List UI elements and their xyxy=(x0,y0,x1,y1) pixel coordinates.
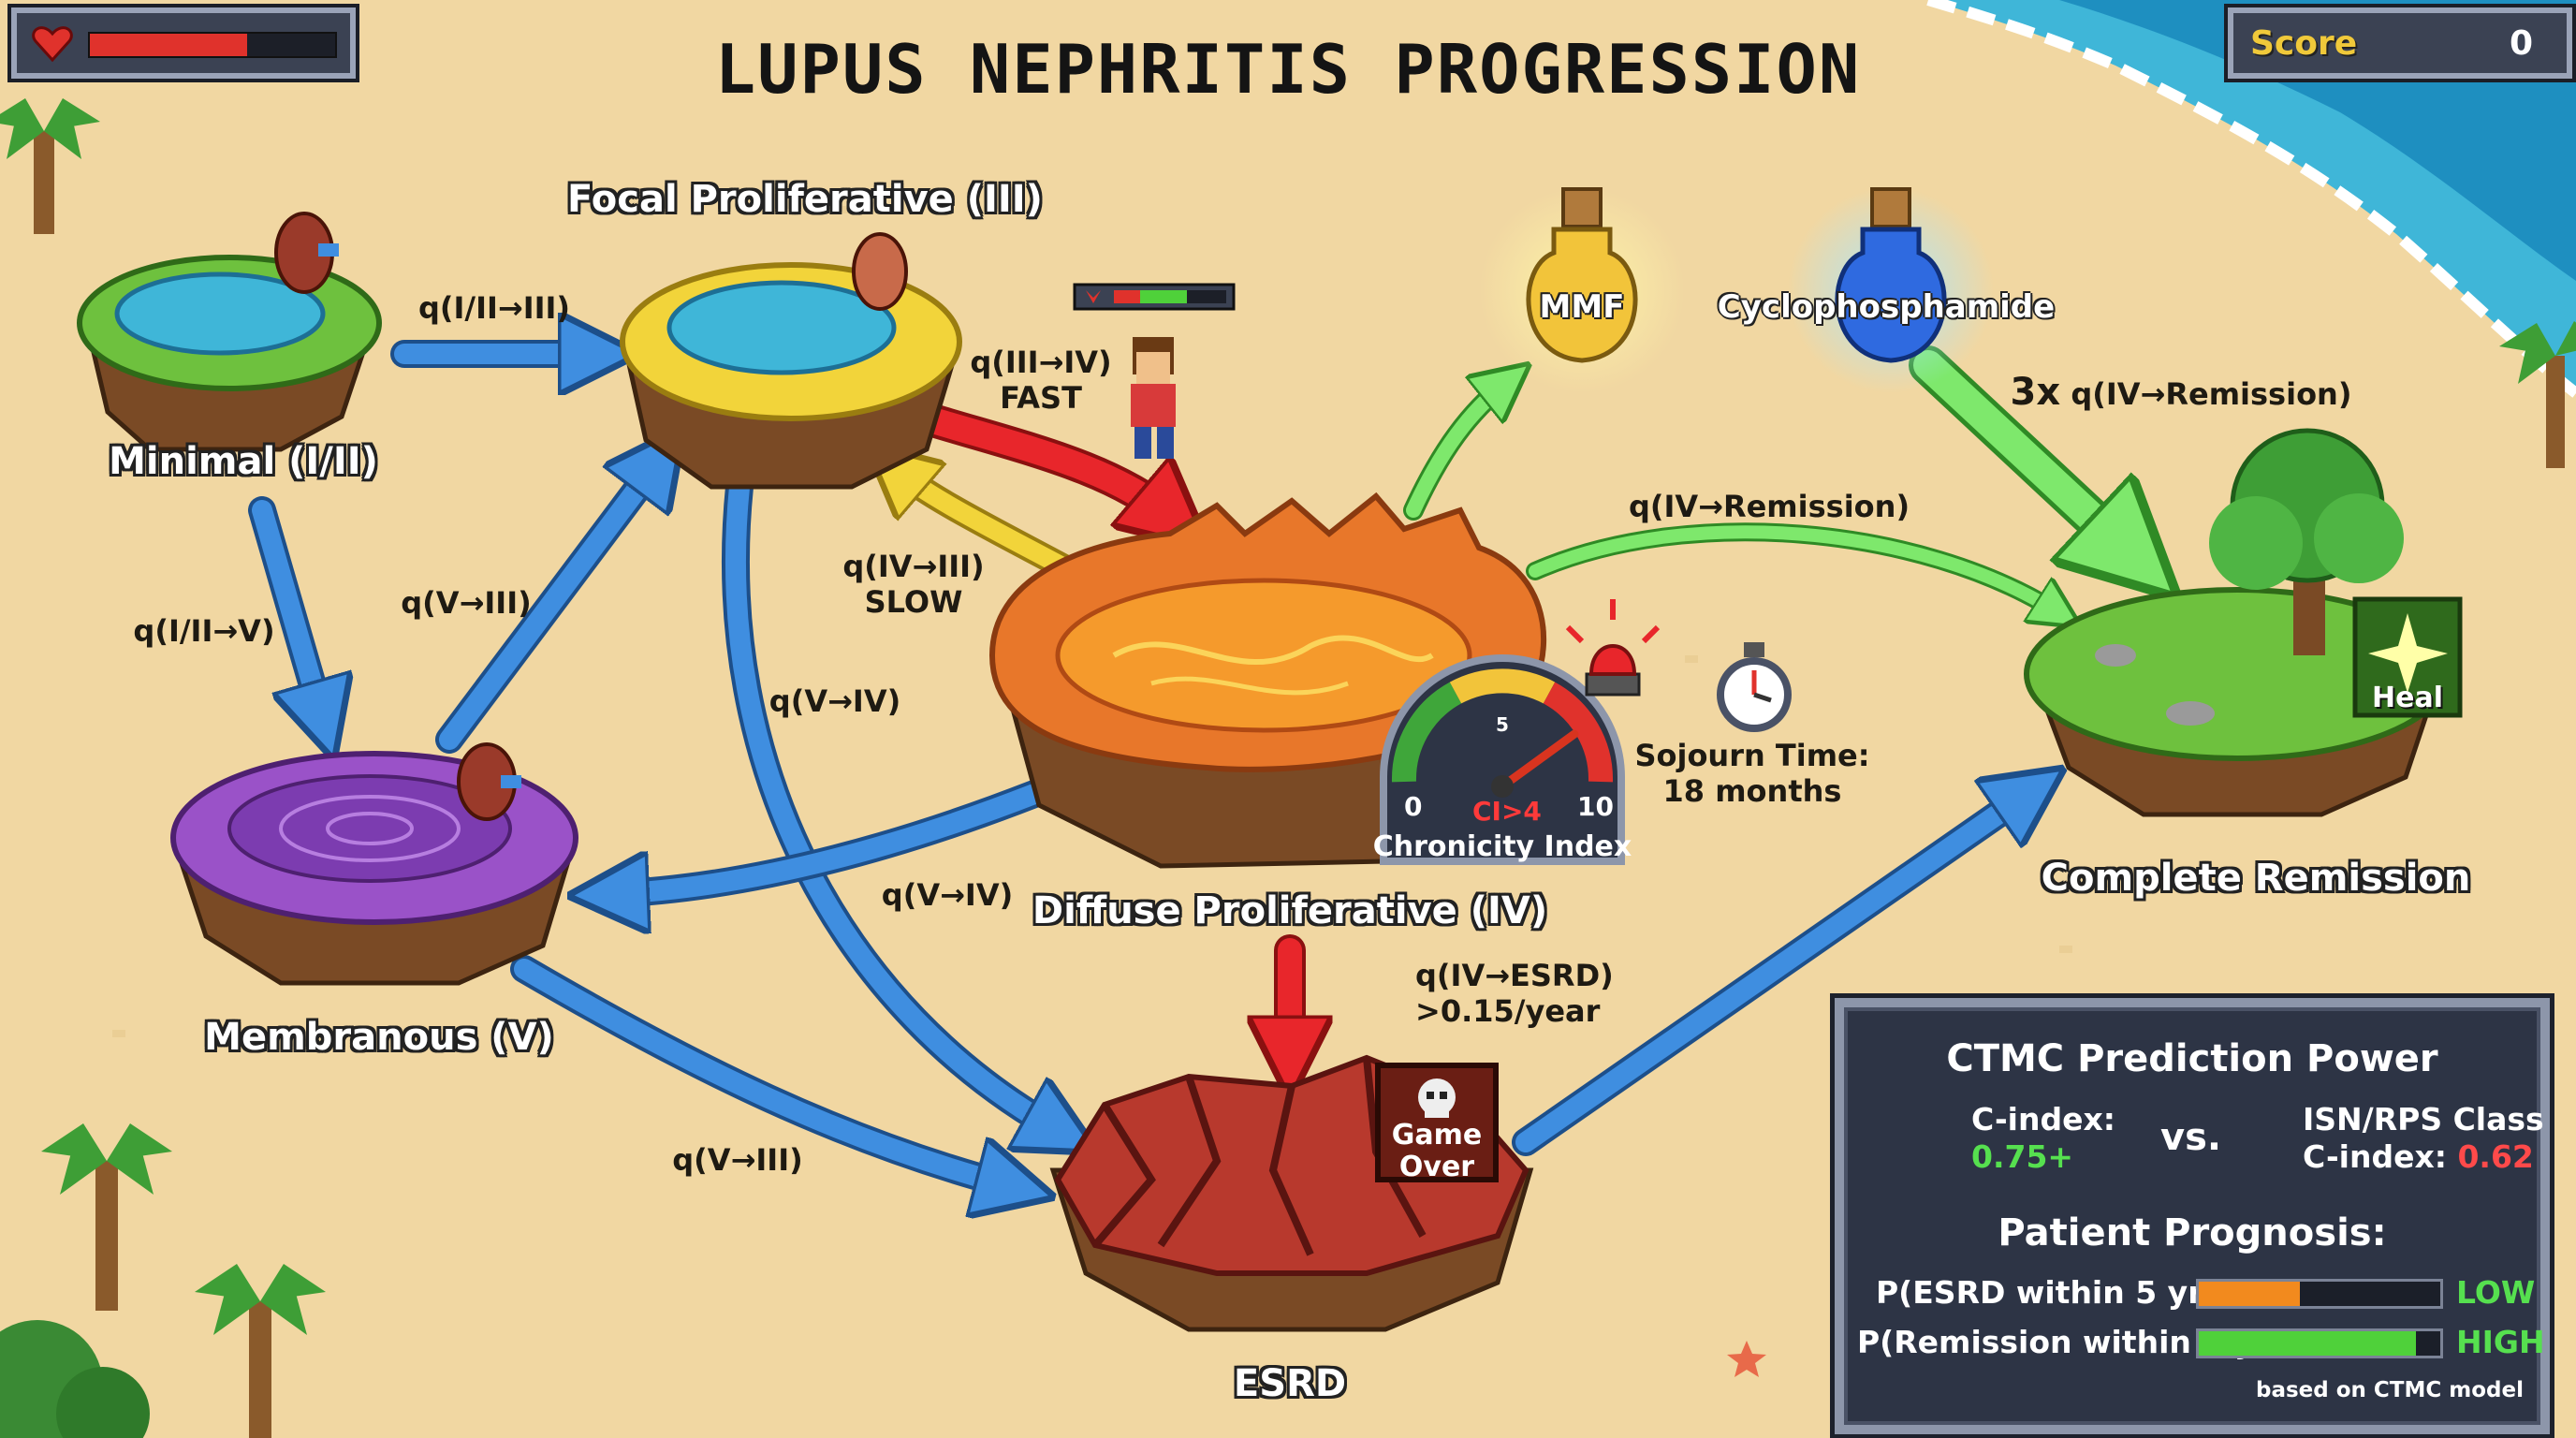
rate-cyclophosphamide-boost: 3x q(IV→Remission) xyxy=(2010,371,2352,414)
starfish-icon xyxy=(1727,1341,1766,1377)
score-hud: Score 0 xyxy=(2228,7,2572,79)
gauge-mid-label: 5 xyxy=(1496,713,1509,736)
prognosis-title: Patient Prognosis: xyxy=(1998,1211,2387,1255)
ctmc-cindex: C-index: 0.75+ xyxy=(1971,1101,2115,1175)
palm-tree-icon xyxy=(0,98,100,234)
label-diffuse: Diffuse Proliferative (IV) xyxy=(1032,889,1548,932)
rate-diffuse-to-esrd: q(IV→ESRD) >0.15/year xyxy=(1415,958,1614,1029)
gauge-threshold-label: CI>4 xyxy=(1472,796,1542,827)
score-value: 0 xyxy=(2509,24,2533,63)
arrow-membranous-to-focal xyxy=(439,459,660,750)
rate-membranous-to-esrd: q(V→III) xyxy=(672,1142,803,1178)
arrow-esrd-to-remission xyxy=(1515,791,2031,1152)
panel-title: CTMC Prediction Power xyxy=(1946,1037,2438,1080)
kidney-icon xyxy=(852,232,908,311)
esrd-probability-bar xyxy=(2196,1279,2443,1309)
label-minimal: Minimal (I/II) xyxy=(109,440,378,483)
score-label: Score xyxy=(2250,24,2358,63)
island-focal xyxy=(620,232,962,490)
gauge-needle xyxy=(1498,729,1579,791)
rate-minimal-to-membranous: q(I/II→V) xyxy=(133,613,275,649)
arrow-diffuse-to-mmf xyxy=(1406,382,1507,518)
rate-membranous-to-focal: q(V→III) xyxy=(401,585,532,621)
cyclophosphamide-potion-icon xyxy=(1788,187,1994,393)
esrd-probability-fill xyxy=(2199,1282,2301,1306)
island-remission xyxy=(2024,428,2451,817)
health-bar xyxy=(88,32,337,58)
esrd-probability-label: P(ESRD within 5 yrs) xyxy=(1876,1274,2236,1311)
gauge-caption: Chronicity Index xyxy=(1372,830,1632,863)
remission-probability-bar xyxy=(2196,1328,2443,1358)
gauge-min-label: 0 xyxy=(1404,791,1423,822)
label-remission: Complete Remission xyxy=(2041,857,2471,900)
palm-tree-icon xyxy=(195,1264,326,1438)
tree-icon xyxy=(2209,428,2404,655)
alarm-light-icon xyxy=(1565,599,1661,697)
player-character xyxy=(1073,283,1236,459)
arrow-cyclophosphamide-to-remission xyxy=(1913,350,2134,557)
palm-tree-icon xyxy=(2499,321,2576,468)
rate-minimal-to-focal: q(I/II→III) xyxy=(417,290,571,326)
game-over-label: Game Over xyxy=(1391,1119,1483,1183)
heal-box xyxy=(2352,596,2463,718)
label-esrd: ESRD xyxy=(1233,1362,1347,1405)
rate-diffuse-to-focal: q(IV→III) SLOW xyxy=(842,549,985,620)
isn-cindex: ISN/RPS Class C-index: 0.62 xyxy=(2303,1101,2544,1175)
gauge-max-label: 10 xyxy=(1577,791,1614,822)
island-membranous xyxy=(170,742,578,986)
island-diffuse xyxy=(988,492,1548,869)
skull-icon xyxy=(1418,1078,1456,1118)
heart-icon xyxy=(32,26,73,62)
arrow-minimal-to-membranous xyxy=(252,500,323,721)
rate-focal-to-esrd: q(V→IV) xyxy=(768,683,901,719)
game-over-box xyxy=(1375,1063,1499,1182)
island-minimal xyxy=(77,212,382,452)
label-mmf: MMF xyxy=(1539,288,1625,326)
page-title: LUPUS NEPHRITIS PROGRESSION xyxy=(714,30,1862,109)
arrow-diffuse-to-remission xyxy=(1529,525,2059,613)
kidney-icon xyxy=(457,742,521,821)
label-focal: Focal Proliferative (III) xyxy=(567,178,1043,221)
palm-tree-icon xyxy=(41,1123,172,1311)
esrd-rating: LOW xyxy=(2456,1274,2536,1311)
remission-rating: HIGH xyxy=(2456,1324,2545,1360)
arrow-membranous-to-esrd xyxy=(514,959,1016,1187)
remission-probability-label: P(Remission within 1 yr) xyxy=(1857,1324,2284,1360)
rate-focal-to-diffuse: q(III→IV) FAST xyxy=(970,345,1112,416)
rate-diffuse-to-remission: q(IV→Remission) xyxy=(1628,489,1910,524)
kidney-icon xyxy=(274,212,339,294)
rock-icon xyxy=(2095,644,2215,726)
label-cyclophosphamide: Cyclophosphamide xyxy=(1717,288,2056,326)
health-bar-fill xyxy=(90,34,247,56)
bush-icon xyxy=(0,1320,150,1438)
transition-arrows xyxy=(248,350,2134,1187)
vs-label: vs. xyxy=(2160,1116,2222,1159)
player-health-hud xyxy=(11,7,356,79)
arrow-diffuse-to-membranous xyxy=(608,784,1045,894)
chronicity-gauge xyxy=(1380,654,1625,865)
remission-probability-fill xyxy=(2199,1331,2417,1356)
sojourn-time: Sojourn Time: 18 months xyxy=(1634,738,1870,809)
heart-icon xyxy=(1086,290,1101,303)
rate-diffuse-to-membranous: q(V→IV) xyxy=(881,877,1014,913)
heal-label: Heal xyxy=(2372,682,2443,714)
ctmc-prediction-panel: CTMC Prediction Power C-index: 0.75+ vs.… xyxy=(1835,998,2550,1434)
arrow-diffuse-to-focal-slow xyxy=(894,468,1072,576)
mmf-potion-icon xyxy=(1479,187,1685,393)
arrow-focal-to-diffuse-fast xyxy=(923,408,1175,520)
stopwatch-icon xyxy=(1717,642,1792,732)
label-membranous: Membranous (V) xyxy=(204,1016,554,1059)
panel-footnote: based on CTMC model xyxy=(2256,1378,2524,1402)
